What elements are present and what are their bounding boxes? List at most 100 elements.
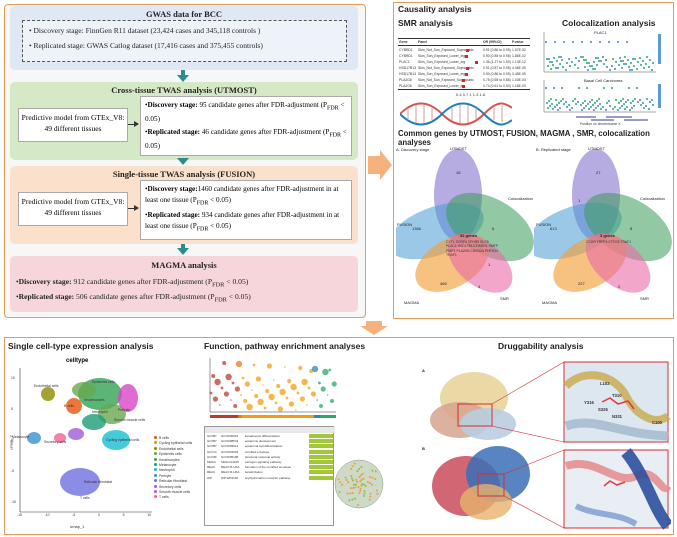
coloc-point: [642, 60, 644, 62]
right-arrow-icon: [134, 205, 139, 211]
term-point: [262, 384, 264, 386]
or-point: [465, 73, 469, 76]
umap-cell-label: Endothelial cells: [34, 384, 59, 388]
coloc-point: [629, 69, 631, 71]
ppi-node: [362, 483, 365, 486]
coloc-point: [561, 59, 563, 61]
coloc-point: [547, 107, 549, 109]
coloc-point: [574, 64, 576, 66]
dna-helix-icon: [400, 102, 512, 126]
ppi-node: [356, 480, 359, 483]
venn-b-genes: CCHR FRPF4 CTFG5 TRAF1: [586, 240, 632, 244]
umap-cluster: [72, 382, 96, 398]
coloc-point: [640, 104, 642, 106]
venn-a-count: 52 genes: [460, 233, 478, 238]
coloc-point: [545, 87, 547, 89]
venn-replicated: [534, 149, 672, 293]
table-cell: WP:WP2118: [221, 475, 238, 480]
utmost-title: Cross-tissue TWAS analysis (UTMOST): [111, 85, 257, 95]
pvalue-cell: [309, 434, 333, 438]
coloc-point: [634, 98, 636, 100]
pvalue-cell: [309, 465, 333, 470]
coloc-point: [589, 101, 591, 103]
coloc-trait-label: Basal Cell Carcinoma: [584, 78, 623, 83]
coloc-point: [563, 41, 565, 43]
coloc-point: [630, 62, 632, 64]
ppi-node: [368, 498, 371, 501]
coloc-point: [628, 66, 630, 68]
down-arrow-icon: [177, 158, 189, 165]
magma-box: MAGMA analysis •Discovery stage: 912 can…: [10, 256, 358, 312]
coloc-point: [627, 59, 629, 61]
coloc-point: [625, 63, 627, 65]
coloc-point: [615, 99, 617, 101]
table-cell: GO:BP: [207, 434, 217, 438]
term-point: [209, 391, 213, 395]
down-arrow-icon: [177, 248, 189, 255]
smr-cell: Skin_Sun_Exposed_Lower_leg: [418, 84, 466, 88]
coloc-point: [598, 98, 600, 100]
ppi-node: [350, 475, 353, 478]
ppi-node: [358, 476, 361, 479]
bullet-icon: •: [29, 41, 32, 50]
coloc-point: [551, 103, 553, 105]
smr-cell: 1.86E-02: [512, 54, 526, 58]
coloc-point: [620, 100, 622, 102]
coloc-point: [548, 58, 550, 60]
coloc-point: [643, 67, 645, 69]
ppi-node: [362, 495, 365, 498]
coloc-point: [633, 105, 635, 107]
coloc-point: [651, 69, 653, 71]
term-point: [310, 391, 316, 397]
ppi-node: [369, 495, 372, 498]
drug-title: Druggability analysis: [498, 341, 584, 351]
coloc-point: [645, 105, 647, 107]
coloc-point: [553, 87, 555, 89]
coloc-point: [643, 107, 645, 109]
table-cell: KEGG: [207, 460, 216, 464]
umap-cluster: [66, 398, 82, 414]
venn-b-count: 27: [596, 170, 601, 175]
coloc-point: [569, 65, 571, 67]
predictive-line1: Predictive model from GTEx_V8:: [21, 113, 125, 122]
coloc-point: [560, 100, 562, 102]
coloc-point: [611, 65, 613, 67]
venn-a-count: 4: [478, 284, 481, 289]
coloc-point: [629, 109, 631, 111]
venn-b-set-coloc: Colocalization: [640, 196, 665, 201]
coloc-plot: [543, 32, 661, 121]
coloc-point: [615, 61, 617, 63]
coloc-point: [626, 41, 628, 43]
table-cell: GO:0001533: [221, 449, 239, 454]
term-point: [212, 396, 218, 402]
p-sub: FDR: [214, 296, 227, 304]
ppi-node: [360, 466, 363, 469]
gwas-title: GWAS data for BCC: [145, 9, 223, 19]
legend-swatch: [154, 436, 157, 439]
term-point: [274, 401, 278, 405]
magma-discovery-text: 912 candidate genes after FDR-adjustment…: [71, 277, 213, 286]
table-header-bar: [205, 427, 335, 433]
smr-cell: PLAC1: [399, 60, 410, 64]
coloc-point: [558, 102, 560, 104]
ppi-node: [366, 481, 369, 484]
coloc-point: [583, 107, 585, 109]
pvalue-cell: [309, 460, 333, 464]
coloc-point: [625, 101, 627, 103]
coloc-point: [608, 100, 610, 102]
term-point: [296, 391, 300, 395]
x-tick: -5: [72, 513, 76, 517]
coloc-point: [618, 102, 620, 104]
coloc-point: [620, 60, 622, 62]
ppi-node: [376, 492, 379, 495]
legend-item: Endothelial cells: [154, 437, 184, 455]
coloc-point: [582, 56, 584, 58]
table-cell: epidermal cell differentiation: [245, 444, 283, 449]
term-point: [273, 379, 275, 381]
venn-a-set-fusion: FUSION: [397, 222, 413, 227]
venn-b-set-magma: MAGMA: [542, 300, 558, 305]
ppi-node: [374, 470, 377, 473]
venn-b-set-utmost: UTMOST: [588, 146, 605, 151]
coloc-point: [553, 57, 555, 59]
